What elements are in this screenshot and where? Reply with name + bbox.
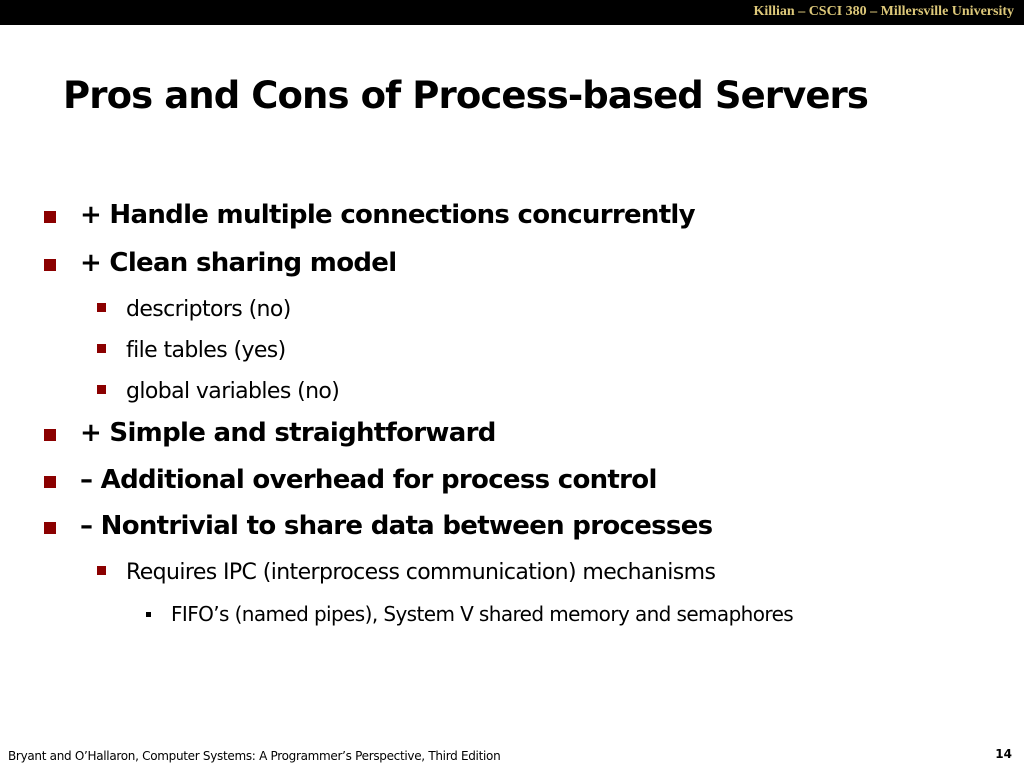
square-bullet-icon: [44, 429, 56, 441]
square-bullet-icon: [97, 303, 106, 312]
list-item-text: global variables (no): [126, 379, 340, 404]
list-item-text: + Handle multiple connections concurrent…: [80, 200, 696, 230]
header-course-label: Killian – CSCI 380 – Millersville Univer…: [753, 4, 1014, 19]
slide-title: Pros and Cons of Process-based Servers: [63, 74, 869, 117]
square-bullet-icon: [97, 344, 106, 353]
small-square-bullet-icon: [146, 612, 151, 617]
page-number: 14: [995, 747, 1012, 761]
list-item-text: – Additional overhead for process contro…: [80, 465, 657, 495]
footer-citation: Bryant and O’Hallaron, Computer Systems:…: [8, 749, 501, 763]
square-bullet-icon: [97, 566, 106, 575]
square-bullet-icon: [44, 259, 56, 271]
square-bullet-icon: [44, 211, 56, 223]
list-item-text: Requires IPC (interprocess communication…: [126, 560, 716, 585]
square-bullet-icon: [44, 522, 56, 534]
square-bullet-icon: [97, 385, 106, 394]
square-bullet-icon: [44, 476, 56, 488]
header-bar: Killian – CSCI 380 – Millersville Univer…: [0, 0, 1024, 25]
list-item-text: file tables (yes): [126, 338, 286, 363]
list-item-text: + Simple and straightforward: [80, 418, 496, 448]
list-item-text: + Clean sharing model: [80, 248, 397, 278]
list-item-text: – Nontrivial to share data between proce…: [80, 511, 713, 541]
list-item-text: descriptors (no): [126, 297, 291, 322]
list-item-text: FIFO’s (named pipes), System V shared me…: [171, 602, 794, 626]
